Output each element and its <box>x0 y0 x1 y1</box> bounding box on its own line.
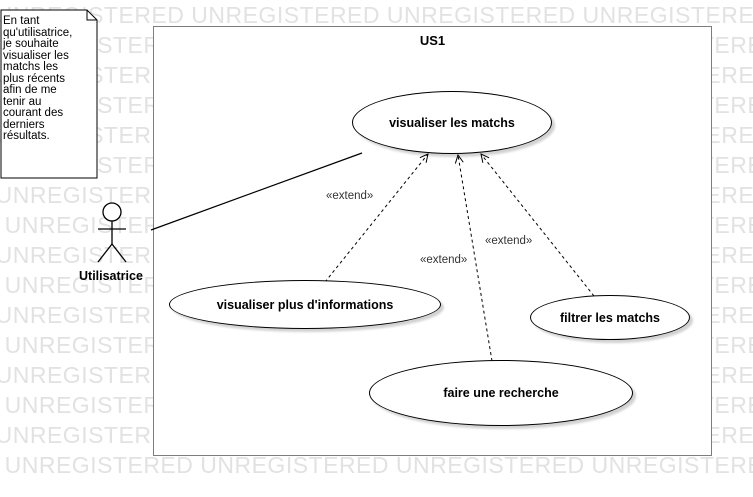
system-title: US1 <box>419 33 446 48</box>
extend-label: «extend» <box>484 235 534 247</box>
extend-arrow-filtrer <box>481 154 595 297</box>
use-case-visualiser-matchs[interactable]: visualiser les matchs <box>352 91 552 154</box>
association-line <box>150 152 363 231</box>
note-fold <box>86 10 97 21</box>
extend-arrow-recherche <box>458 155 493 362</box>
actor-head <box>102 202 122 222</box>
use-case-faire-recherche[interactable]: faire une recherche <box>369 360 633 426</box>
note-outline <box>0 9 98 179</box>
use-case-label: visualiser les matchs <box>389 115 515 130</box>
extend-arrow-plus-infos <box>324 154 428 283</box>
actor-label: Utilisatrice <box>79 269 143 283</box>
use-case-label: filtrer les matchs <box>559 310 661 325</box>
note: En tant qu'utilisatrice, je souhaite vis… <box>0 10 97 178</box>
note-text: En tant qu'utilisatrice, je souhaite vis… <box>3 15 73 142</box>
use-case-label: faire une recherche <box>443 386 559 400</box>
use-case-filtrer-matchs[interactable]: filtrer les matchs <box>530 295 690 340</box>
use-case-plus-informations[interactable]: visualiser plus d'informations <box>169 280 441 329</box>
extend-label: «extend» <box>325 190 375 202</box>
use-case-label: visualiser plus d'informations <box>216 297 394 312</box>
extend-label: «extend» <box>419 254 469 266</box>
actor-figure[interactable] <box>97 202 127 263</box>
